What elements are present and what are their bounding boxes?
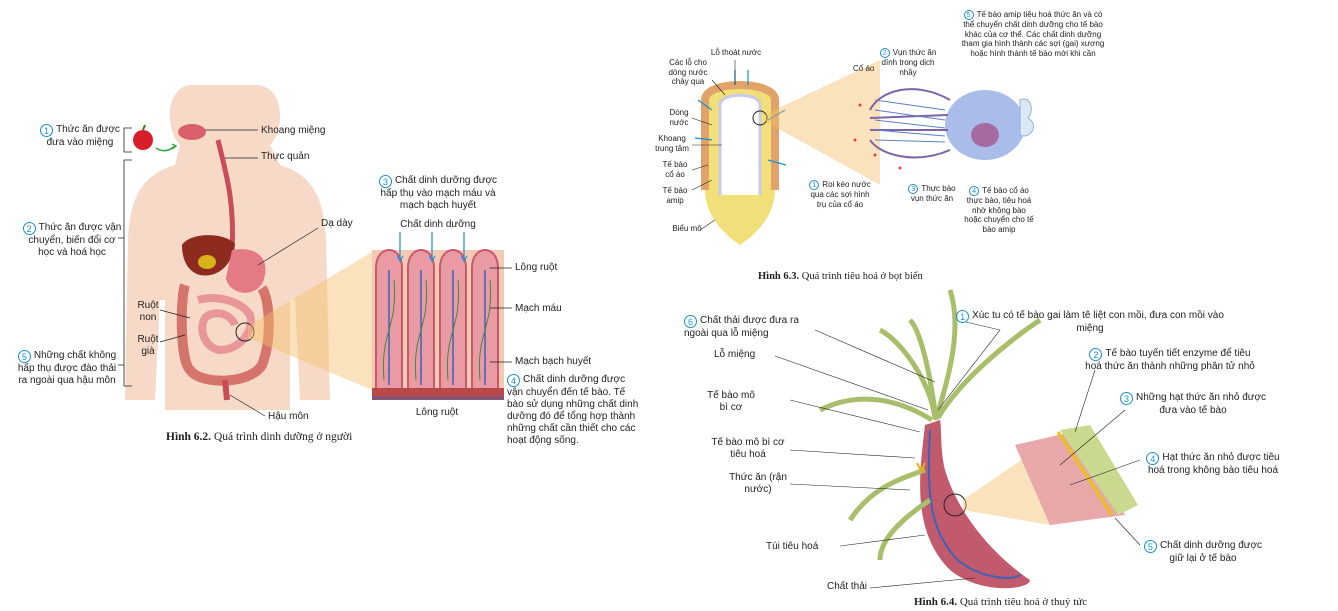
fig63-caption: Hình 6.3. Quá trình tiêu hoá ở bọt biển — [758, 271, 923, 282]
human-body-illustration — [118, 85, 512, 417]
step-number: 4 — [507, 374, 520, 387]
step-number: 3 — [1119, 392, 1133, 405]
label-mach-mau: Mạch máu — [515, 303, 562, 314]
fig64-caption: Hình 6.4. Quá trình tiêu hoá ở thuỷ tức — [914, 596, 1088, 608]
step-number: 6 — [684, 315, 697, 328]
label-thuc-quan: Thực quản — [261, 151, 310, 162]
label-khoang-mieng: Khoang miệng — [261, 125, 326, 136]
label-da-day: Dạ dày — [321, 218, 353, 229]
label-ruot-non: Ruột non — [137, 300, 159, 323]
label-chat-dinh-duong: Chất dinh dưỡng — [400, 219, 476, 230]
label-ruot-gia: Ruột già — [137, 334, 159, 357]
label-tui-tieu-hoa: Túi tiêu hoá — [766, 541, 819, 552]
step-number: 2 — [1089, 348, 1103, 361]
label-lo-mieng: Lỗ miệng — [714, 349, 756, 360]
label-te-bao-amip: Tế bào amip — [662, 186, 688, 205]
label-co-ao: Cổ áo — [853, 64, 875, 73]
label-cac-lo: Các lỗ cho dòng nước chảy qua — [668, 58, 708, 86]
step-number: 1 — [956, 310, 970, 323]
label-bieu-mo: Biểu mô — [672, 224, 702, 233]
fig62-caption: Hình 6.2. Quá trình dinh dưỡng ở người — [166, 431, 353, 443]
hydra-illustration — [774, 289, 1141, 589]
step-number: 3 — [908, 184, 919, 194]
label-long-ruot-bottom: Lông ruột — [415, 407, 459, 418]
label-te-bao-mo-bi-co: Tế bào mô bì cơ — [707, 390, 755, 413]
label-long-ruot-top: Lông ruột — [515, 262, 558, 273]
label-lo-thoat-nuoc: Lỗ thoát nước — [710, 48, 762, 57]
label-chat-thai: Chất thải — [827, 581, 868, 592]
step-number: 5 — [1143, 540, 1157, 553]
sponge-illustration — [691, 60, 1034, 245]
label-dong-nuoc: Dòng nước — [669, 108, 689, 127]
step-number: 3 — [378, 175, 392, 188]
label-mach-bach-huyet: Mạch bạch huyết — [515, 356, 592, 367]
label-hau-mon: Hậu môn — [268, 411, 309, 422]
step-number: 4 — [969, 186, 980, 196]
step-number: 2 — [879, 48, 890, 58]
step-number: 1 — [809, 180, 820, 190]
step-number: 2 — [22, 222, 36, 235]
label-thuc-an: Thức ăn (rận nước) — [729, 472, 787, 495]
label-te-bao-co-ao: Tế bào cổ áo — [662, 160, 688, 179]
label-te-bao-mo-bi-co-tieu-hoa: Tế bào mô bì cơ tiêu hoá — [711, 437, 785, 460]
step-number: 4 — [1146, 452, 1160, 465]
step-number: 5 — [963, 10, 974, 20]
step-number: 5 — [17, 350, 31, 363]
step-number: 1 — [40, 124, 54, 137]
label-khoang-trung-tam: Khoang trung tâm — [655, 134, 689, 153]
